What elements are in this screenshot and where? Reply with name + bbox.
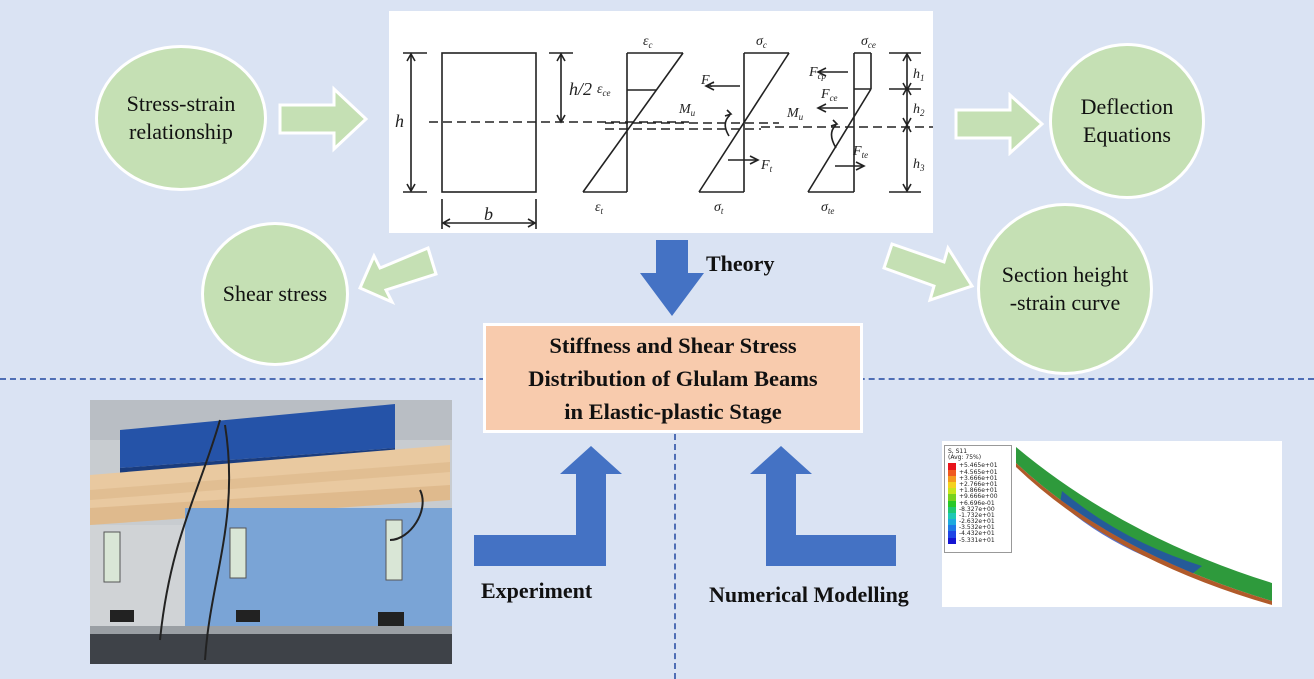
legend-row: +2.766e+01	[945, 480, 1011, 489]
label-sigma-t: σt	[714, 200, 724, 216]
label-sigma-c: σc	[756, 34, 767, 50]
label-b: b	[484, 204, 493, 224]
legend-swatch	[948, 469, 956, 476]
legend-swatch	[948, 481, 956, 489]
deformed-beam	[1016, 447, 1272, 605]
legend-row: -5.331e+01	[945, 536, 1011, 544]
vertical-divider	[674, 434, 676, 679]
bent-arrow-up-icon	[474, 446, 622, 566]
arrow-down-left-icon	[358, 245, 438, 306]
label-f-te: Fte	[852, 144, 868, 160]
legend-value: -2.632e+01	[959, 518, 995, 526]
legend-row: -3.532e+01	[945, 524, 1011, 532]
legend-swatch	[948, 463, 956, 470]
legend-subtitle: (Avg: 75%)	[948, 454, 982, 462]
legend-swatch	[948, 500, 956, 507]
legend-row: -8.327e+00	[945, 505, 1011, 513]
fem-contour-plot: S, S11 (Avg: 75%) +5.465e+01+4.565e+01+3…	[942, 441, 1282, 607]
legend-swatch	[948, 531, 956, 538]
circle-stress-strain: Stress-strain relationship	[95, 45, 267, 191]
legend-row: -2.632e+01	[945, 518, 1011, 526]
label-h1: h1	[913, 67, 925, 83]
legend-value: +4.565e+01	[959, 468, 998, 476]
circle-text: Deflection	[1080, 94, 1174, 119]
title-line: Stiffness and Shear Stress	[549, 332, 797, 358]
arrow-down-icon	[640, 240, 704, 316]
circle-text: relationship	[129, 119, 233, 144]
label-h3: h3	[913, 157, 925, 173]
legend-value: +9.666e+00	[959, 493, 998, 501]
central-title-box: Stiffness and Shear Stress Distribution …	[483, 323, 863, 433]
legend-value: +5.465e+01	[959, 462, 998, 470]
label-f-t: Ft	[760, 158, 773, 174]
label-f-ce: Fce	[820, 87, 838, 103]
legend-swatch	[948, 537, 956, 544]
legend-swatch	[948, 475, 956, 482]
experiment-photo	[90, 400, 452, 664]
label-eps-c: εc	[643, 34, 653, 50]
legend-value: -1.732e+01	[959, 511, 995, 519]
legend-value: +1.866e+01	[959, 487, 998, 495]
legend-value: +3.666e+01	[959, 474, 998, 482]
legend-swatch	[948, 506, 956, 513]
arrow-right-icon	[954, 92, 1045, 156]
legend-row: -1.732e+01	[945, 511, 1011, 520]
theory-label: Theory	[706, 251, 775, 276]
label-m-u: Mu	[678, 102, 696, 118]
legend-value: -5.331e+01	[959, 536, 995, 544]
legend-swatch	[948, 525, 956, 532]
legend-row: +4.565e+01	[945, 468, 1011, 476]
label-eps-t: εt	[595, 200, 604, 216]
label-sigma-te: σte	[821, 200, 834, 216]
label-h2: h2	[913, 102, 925, 118]
label-m-u-2: Mu	[786, 106, 804, 122]
label-f-c: Fc	[700, 73, 714, 89]
legend-value: +6.696e-01	[959, 499, 995, 507]
legend-title: S, S11	[948, 448, 968, 455]
circle-text: Section height	[1001, 262, 1129, 287]
legend-value: +2.766e+01	[959, 480, 998, 488]
circle-text: Equations	[1082, 122, 1171, 147]
legend-row: +9.666e+00	[945, 493, 1011, 501]
diagram-svg: h h/2 b εc εce εt σc σt Fc Ft Mu σce σte…	[395, 34, 933, 229]
title-line: Distribution of Glulam Beams	[528, 365, 818, 391]
label-sigma-ce: σce	[861, 34, 876, 50]
legend-swatch	[948, 512, 956, 520]
arrow-right-icon	[278, 85, 369, 153]
legend-value: -3.532e+01	[959, 524, 995, 532]
legend-row: +6.696e-01	[945, 499, 1011, 507]
legend-row: +5.465e+01	[945, 462, 1011, 470]
legend-swatch	[948, 494, 956, 501]
fem-legend: S, S11 (Avg: 75%) +5.465e+01+4.565e+01+3…	[944, 445, 1012, 553]
legend-row: -4.432e+01	[945, 530, 1011, 538]
title-line: in Elastic-plastic Stage	[564, 398, 782, 424]
bent-arrow-up-icon	[750, 446, 896, 566]
legend-swatch	[948, 519, 956, 526]
circle-shear-stress: Shear stress	[201, 222, 349, 366]
legend-row: +1.866e+01	[945, 487, 1011, 495]
circle-text: Shear stress	[222, 281, 328, 306]
experiment-label: Experiment	[481, 578, 593, 603]
legend-value: -4.432e+01	[959, 530, 995, 538]
legend-swatch	[948, 488, 956, 495]
section-stress-strain-diagram: h h/2 b εc εce εt σc σt Fc Ft Mu σce σte…	[389, 11, 933, 233]
label-eps-ce: εce	[597, 82, 611, 98]
photo-svg	[90, 400, 452, 664]
arrow-down-right-icon	[882, 242, 975, 303]
circle-text: -strain curve	[1009, 290, 1121, 315]
label-f-cp: Fcp	[808, 65, 827, 81]
numerical-modelling-label: Numerical Modelling	[709, 582, 909, 607]
legend-value: -8.327e+00	[959, 505, 995, 513]
label-h-half: h/2	[569, 79, 592, 99]
circle-text: Stress-strain	[126, 91, 236, 116]
label-h: h	[395, 111, 404, 131]
legend-row: +3.666e+01	[945, 474, 1011, 482]
circle-section-height: Section height -strain curve	[977, 203, 1153, 375]
